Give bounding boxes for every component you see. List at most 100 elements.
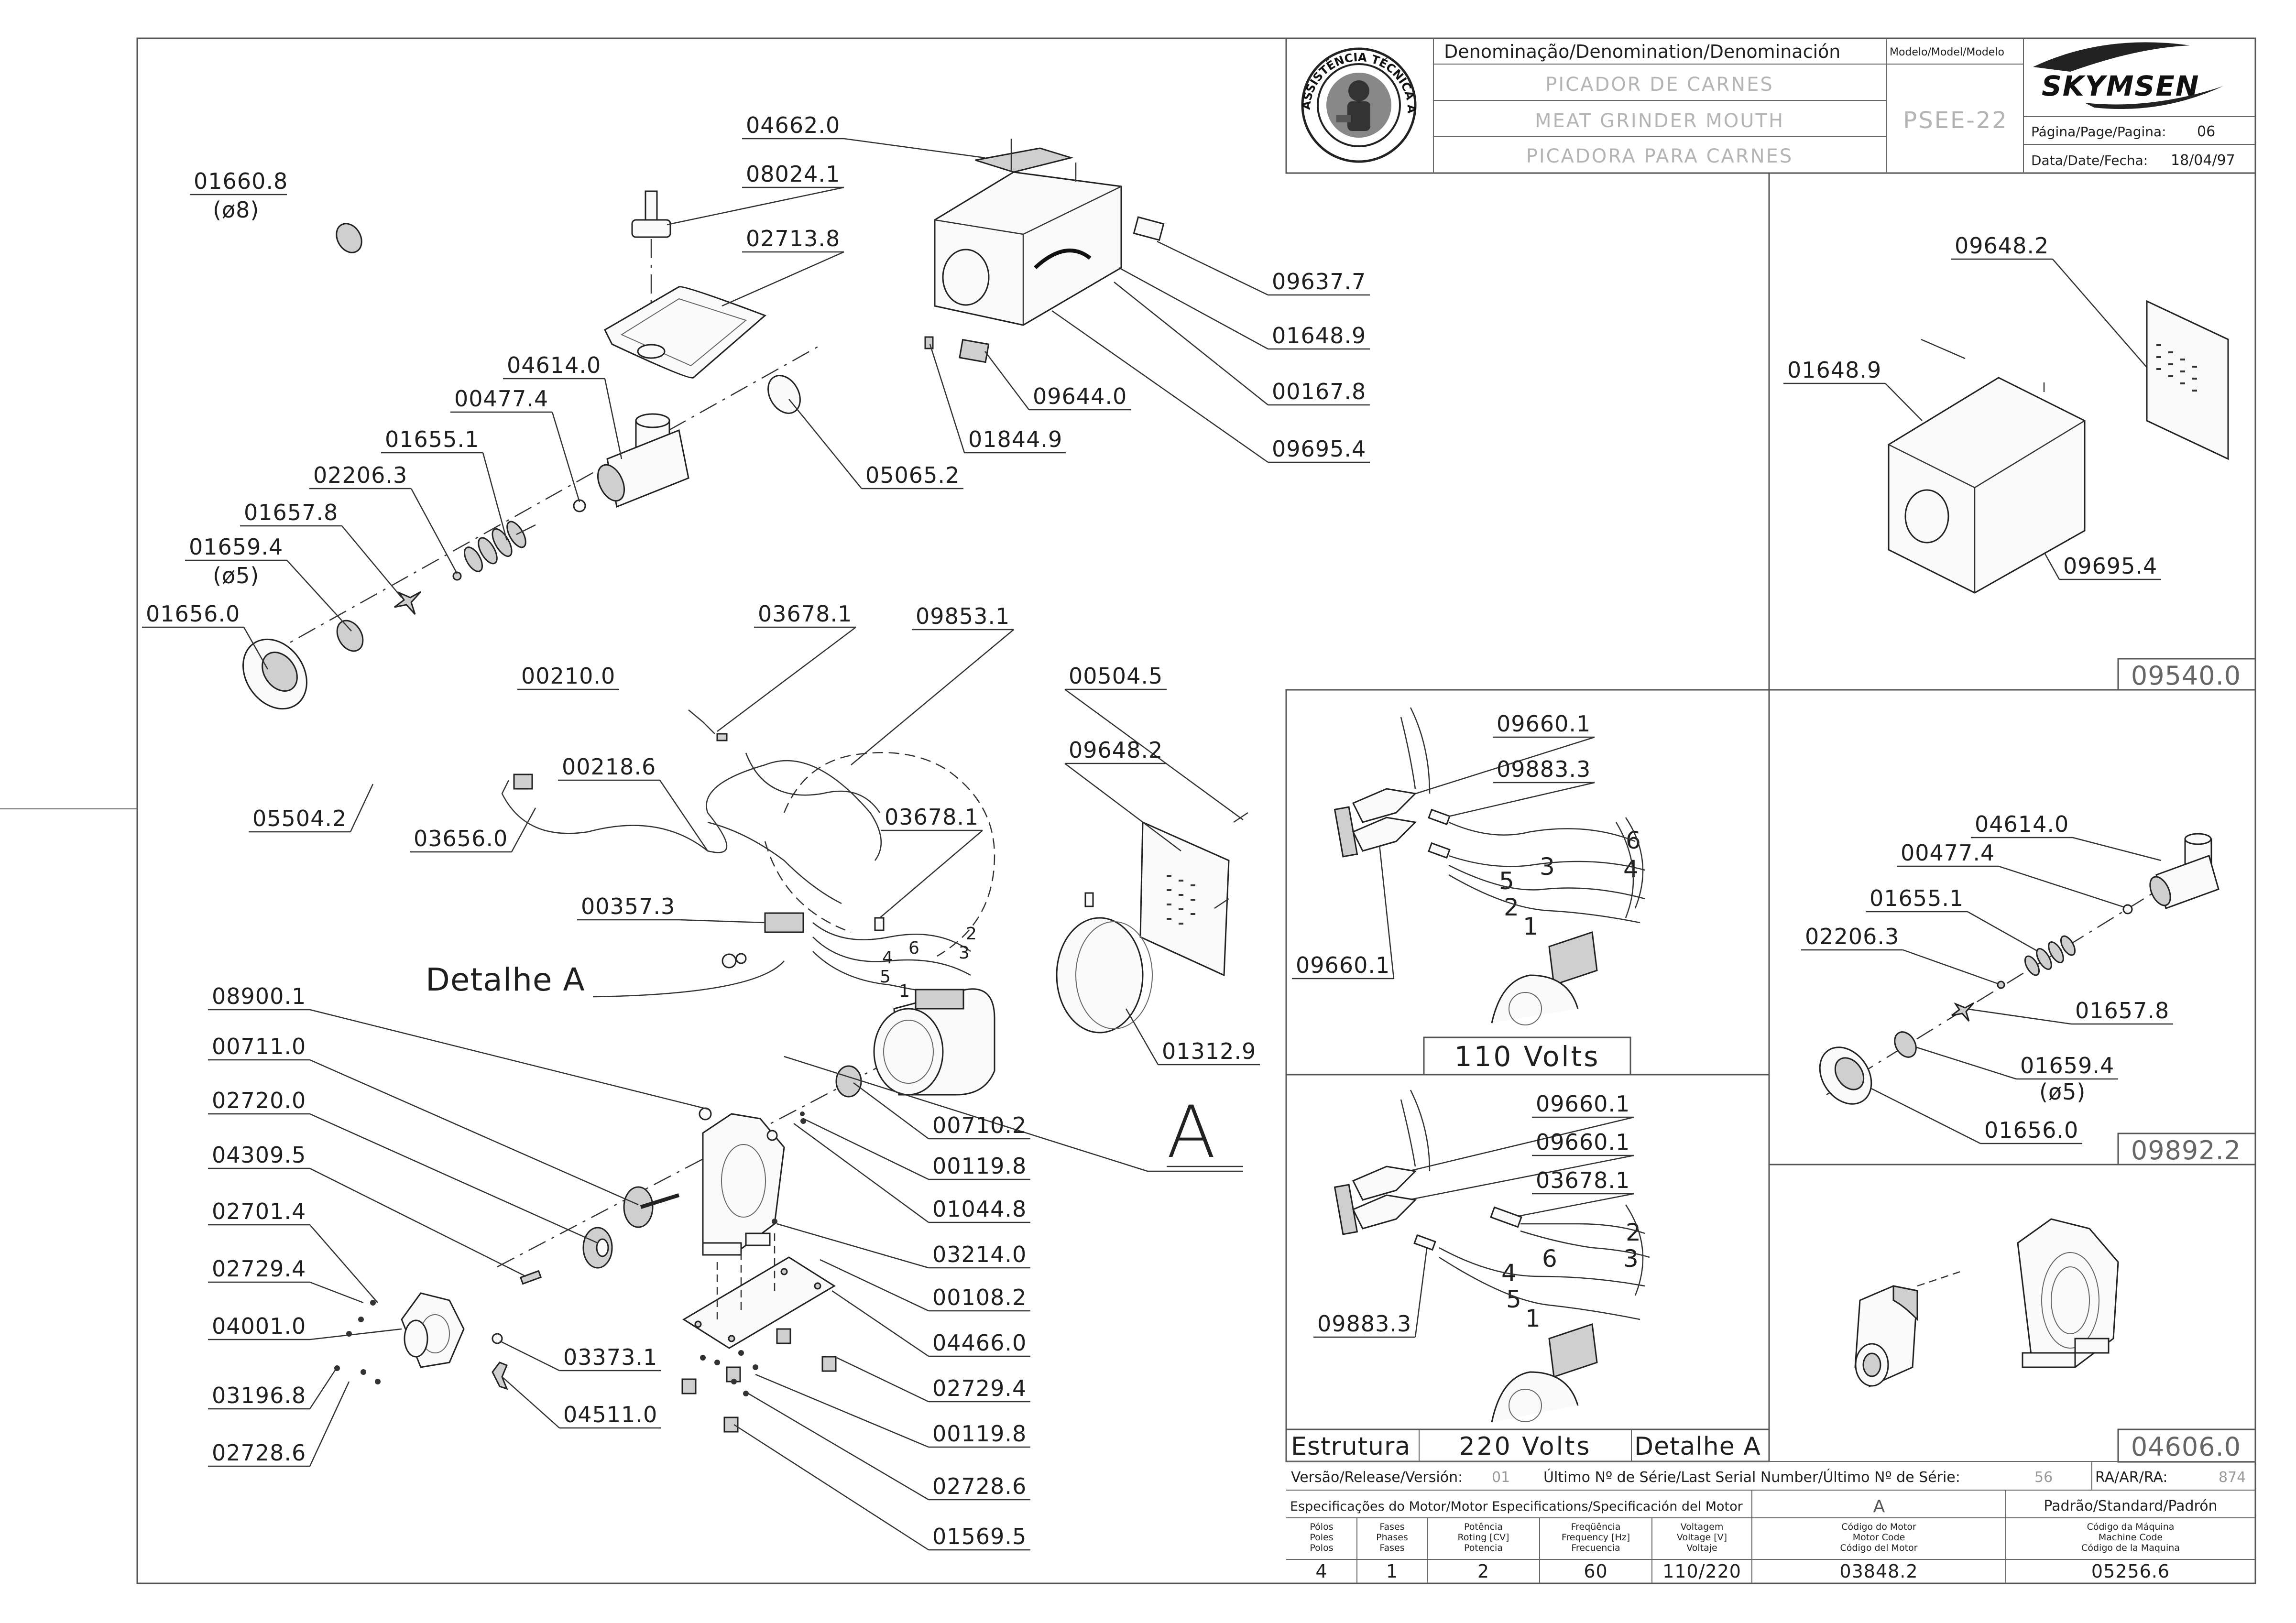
spec-header: Frequency [Hz] <box>1562 1532 1630 1543</box>
spec-header: Código de la Maquina <box>2081 1543 2180 1553</box>
part-number-label: 01656.0 <box>1984 1117 2078 1143</box>
part-number-label: 05065.2 <box>865 462 960 488</box>
part-number-label: 01655.1 <box>1870 885 1964 911</box>
callout-l09853-1: 09853.1 <box>851 603 1014 765</box>
leader-line <box>1885 383 1923 421</box>
callout-l05504-2: 05504.2 <box>249 784 374 833</box>
wire-number: 2 <box>1504 893 1520 921</box>
part-number-label: 03678.1 <box>758 601 852 627</box>
wiring-110v <box>1334 707 1645 1025</box>
spec-header: Frecuencia <box>1571 1543 1620 1553</box>
spec-header: Polos <box>1310 1543 1333 1553</box>
leader-line <box>733 1424 929 1551</box>
callout-l09644-0: 09644.0 <box>984 351 1131 411</box>
product-name-pt: PICADOR DE CARNES <box>1545 74 1773 96</box>
leader-line <box>1907 1044 2017 1080</box>
part-number-label: 01659.4 <box>2020 1053 2114 1078</box>
callout-l00710-2: 00710.2 <box>853 1082 1030 1140</box>
detail-a-letter: A <box>1167 1091 1216 1174</box>
wire-number: 4 <box>882 948 894 968</box>
leader-line <box>667 186 844 226</box>
spec-header: Roting [CV] <box>1458 1532 1509 1543</box>
motor-cabinet <box>934 139 1122 326</box>
part-number-label: 04466.0 <box>932 1330 1027 1356</box>
label-plate <box>1133 216 1165 241</box>
part-number-label: 03196.8 <box>212 1383 306 1408</box>
callout-l02720-0: 02720.0 <box>208 1088 598 1244</box>
grinder-housing <box>597 413 689 508</box>
callout-l02206-3: 02206.3 <box>1801 924 2001 986</box>
part-number-label: 01657.8 <box>244 500 338 525</box>
leader-line <box>793 1122 929 1223</box>
leader-line <box>1157 240 1268 296</box>
part-number-label: 00357.3 <box>581 893 675 919</box>
standard-label: Padrão/Standard/Padrón <box>2044 1498 2217 1514</box>
leader-line <box>1967 911 2047 957</box>
leader-line <box>722 251 844 307</box>
skymsen-logo: SKYMSEN <box>2033 42 2223 109</box>
part-number-label: 09648.2 <box>1955 233 2049 259</box>
leader-line <box>1051 310 1268 463</box>
part-number-label: 09695.4 <box>2063 553 2157 579</box>
plate-5mm-small <box>1894 1031 1917 1058</box>
wire-number: 2 <box>966 924 977 944</box>
main-exploded-view: A <box>242 139 1248 1433</box>
callout-l00477-4: 00477.4 <box>1897 840 2128 909</box>
callout-l01657-8: 01657.8 <box>1965 998 2173 1025</box>
date-value: 18/04/97 <box>2171 152 2235 169</box>
callout-l04001-0: 04001.0 <box>208 1313 402 1340</box>
part-number-label: 03678.1 <box>1536 1167 1630 1193</box>
spec-header: Poles <box>1310 1532 1333 1543</box>
part-number-label: 00710.2 <box>932 1112 1027 1138</box>
leader-line <box>1998 865 2128 909</box>
leader-line <box>1114 282 1268 405</box>
leader-line <box>410 488 458 574</box>
front-gear-cover <box>401 1292 465 1368</box>
denomination-header: Denominação/Denomination/Denominación <box>1444 41 1840 62</box>
leader-line <box>309 1059 639 1206</box>
spec-header: Código do Motor <box>1841 1522 1916 1532</box>
callout-l04309-5: 04309.5 <box>208 1142 526 1277</box>
leader-line <box>803 1118 929 1180</box>
part-number-label: 09637.7 <box>1272 269 1366 294</box>
callout-l09648-2: 09648.2 <box>1951 233 2152 373</box>
part-number-label: 09660.1 <box>1296 952 1390 978</box>
product-name-en: MEAT GRINDER MOUTH <box>1535 110 1784 132</box>
panel-code-09892: 09892.2 <box>2131 1135 2241 1166</box>
leader-line <box>309 1367 338 1409</box>
part-number-label: 00210.0 <box>521 663 615 689</box>
ra-value: 874 <box>2219 1469 2246 1486</box>
spec-value: 03848.2 <box>1839 1561 1918 1582</box>
part-number-label: 04614.0 <box>507 352 601 378</box>
leader-line <box>286 560 352 632</box>
part-number-label: 01657.8 <box>2075 998 2169 1024</box>
callout-l02728-6b: 02728.6 <box>748 1393 1030 1501</box>
leader-line <box>1125 1008 1159 1065</box>
screws <box>334 1111 806 1396</box>
panel-grinder-09892: 09892.2 <box>1768 689 2256 1166</box>
ra-label: RA/AR/RA: <box>2095 1469 2167 1486</box>
callout-l09883-3: 09883.3 <box>1313 1245 1428 1338</box>
large-gear <box>623 1186 654 1228</box>
part-number-label: 02206.3 <box>1805 924 1899 949</box>
callout-l01648-9: 01648.9 <box>1118 267 1370 350</box>
callout-l03373-1: 03373.1 <box>499 1340 661 1372</box>
callout-l09695-4: 09695.4 <box>2031 530 2161 580</box>
callout-l00108-2: 00108.2 <box>820 1259 1030 1312</box>
panel-cabinet-09540: 09540.0 <box>1768 173 2256 691</box>
leader-line <box>853 1082 929 1140</box>
leader-line <box>1118 267 1268 350</box>
callout-l02713-8: 02713.8 <box>722 226 844 307</box>
serial-label: Último Nº de Série/Last Serial Number/Úl… <box>1543 1468 1960 1486</box>
switch-block <box>764 912 804 933</box>
spec-header: Código da Máquina <box>2087 1522 2175 1532</box>
leader-line <box>511 807 536 852</box>
leader-line <box>309 1167 526 1277</box>
callout-l01655-1: 01655.1 <box>381 426 508 541</box>
wire-number: 3 <box>1623 1245 1639 1273</box>
spec-value: 60 <box>1584 1561 1607 1582</box>
leader-line <box>820 1259 929 1312</box>
serial-value: 56 <box>2034 1469 2053 1486</box>
leader-line <box>309 1113 598 1244</box>
